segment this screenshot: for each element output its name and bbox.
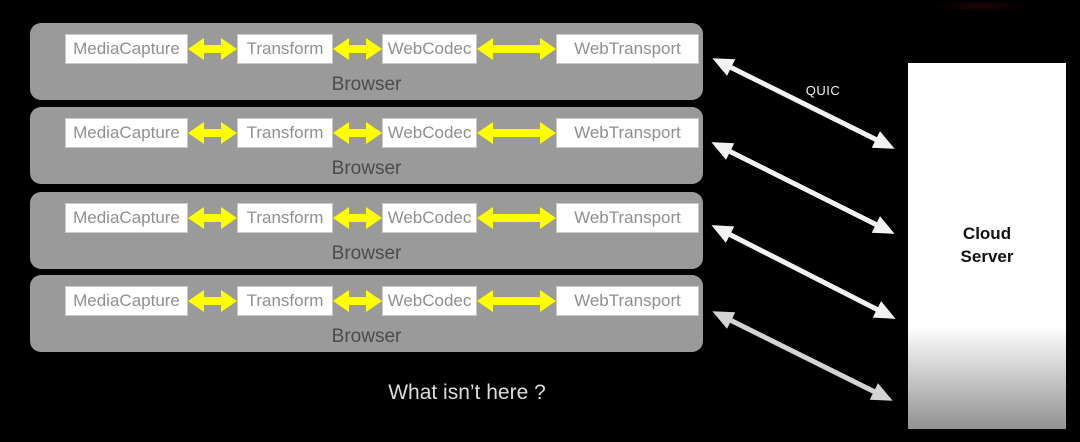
browser-row-label: Browser [331, 326, 402, 347]
module-label: Transform [246, 291, 324, 310]
module-label: WebCodec [387, 123, 472, 142]
arrow-shaft [349, 45, 366, 53]
module-transform: Transform [237, 34, 333, 64]
bidirectional-arrow-icon [333, 122, 382, 144]
arrow-head-right [366, 38, 382, 60]
module-transform: Transform [237, 286, 333, 316]
quic-protocol-label: QUIC [805, 83, 841, 98]
module-label: MediaCapture [73, 39, 180, 58]
bidirectional-arrow-icon [333, 207, 382, 229]
module-mediacapture: MediaCapture [65, 118, 188, 148]
module-webcodec: WebCodec [382, 203, 477, 233]
module-label: WebTransport [574, 39, 681, 58]
module-webtransport: WebTransport [556, 118, 699, 148]
arrow-head-left [477, 38, 493, 60]
browser-row-label: Browser [331, 243, 402, 264]
arrow-shaft [349, 214, 366, 222]
module-webcodec: WebCodec [382, 286, 477, 316]
arrow-head-left [333, 38, 349, 60]
module-webtransport: WebTransport [556, 34, 699, 64]
arrow-shaft [204, 45, 221, 53]
browser-row: MediaCapture Transform WebCodec WebTrans… [30, 192, 703, 269]
module-label: Transform [246, 39, 324, 58]
cloud-server-box: Cloud Server [908, 63, 1066, 429]
arrow-shaft [204, 129, 221, 137]
arrow-head-right [221, 290, 237, 312]
quic-arrow-4 [712, 311, 893, 401]
browser-row: MediaCapture Transform WebCodec WebTrans… [30, 23, 703, 100]
arrow-shaft [493, 214, 540, 222]
arrow-shaft [493, 45, 540, 53]
arrow-shaft [349, 129, 366, 137]
module-label: WebTransport [574, 123, 681, 142]
bidirectional-arrow-icon [188, 290, 237, 312]
cloud-server-label-line2: Server [960, 247, 1014, 266]
module-label: Transform [246, 208, 324, 227]
quic-arrow-2 [711, 142, 895, 234]
module-label: MediaCapture [73, 208, 180, 227]
arrow-head-left [333, 122, 349, 144]
module-transform: Transform [237, 203, 333, 233]
arrow-head-left [188, 290, 204, 312]
arrow-head-right [540, 290, 556, 312]
module-transform: Transform [237, 118, 333, 148]
bidirectional-arrow-icon [477, 38, 556, 60]
arrow-head-right [540, 122, 556, 144]
bidirectional-arrow-icon [188, 122, 237, 144]
arrow-shaft [204, 297, 221, 305]
arrow-head-right [366, 122, 382, 144]
cloud-server-label-line1: Cloud [962, 224, 1012, 244]
bidirectional-arrow-icon [333, 290, 382, 312]
arrow-head-left [477, 122, 493, 144]
arrow-head-right [540, 207, 556, 229]
module-label: WebCodec [387, 39, 472, 58]
arrow-head-right [221, 207, 237, 229]
module-label: WebTransport [574, 291, 681, 310]
module-mediacapture: MediaCapture [65, 203, 188, 233]
browser-row-label: Browser [331, 158, 402, 179]
bidirectional-arrow-icon [188, 38, 237, 60]
quic-connection-arrows [711, 58, 896, 401]
arrow-head-left [188, 207, 204, 229]
module-mediacapture: MediaCapture [65, 286, 188, 316]
browser-row: MediaCapture Transform WebCodec WebTrans… [30, 107, 703, 184]
module-webcodec: WebCodec [382, 118, 477, 148]
arrow-head-left [333, 290, 349, 312]
bidirectional-arrow-icon [333, 38, 382, 60]
module-webcodec: WebCodec [382, 34, 477, 64]
bidirectional-arrow-icon [477, 122, 556, 144]
module-label: MediaCapture [73, 123, 180, 142]
quic-arrow-3 [711, 225, 896, 319]
browser-row: MediaCapture Transform WebCodec WebTrans… [30, 275, 703, 352]
arrow-head-right [366, 290, 382, 312]
arrow-shaft [493, 297, 540, 305]
module-label: WebCodec [387, 208, 472, 227]
video-artifact [930, 0, 1030, 12]
arrow-head-left [477, 207, 493, 229]
arrow-head-right [221, 122, 237, 144]
module-label: MediaCapture [73, 291, 180, 310]
arrow-head-left [477, 290, 493, 312]
bidirectional-arrow-icon [477, 207, 556, 229]
arrow-head-right [221, 38, 237, 60]
caption-text: What isn’t here ? [388, 381, 546, 404]
arrow-head-right [366, 207, 382, 229]
quic-arrow-1 [712, 58, 895, 149]
arrow-shaft [493, 129, 540, 137]
module-mediacapture: MediaCapture [65, 34, 188, 64]
arrow-head-left [188, 38, 204, 60]
module-webtransport: WebTransport [556, 203, 699, 233]
arrow-shaft [349, 297, 366, 305]
browser-row-label: Browser [331, 74, 402, 95]
arrow-head-left [333, 207, 349, 229]
module-label: WebCodec [387, 291, 472, 310]
arrow-shaft [204, 214, 221, 222]
module-webtransport: WebTransport [556, 286, 699, 316]
arrow-head-right [540, 38, 556, 60]
arrow-head-left [188, 122, 204, 144]
bidirectional-arrow-icon [477, 290, 556, 312]
module-label: Transform [246, 123, 324, 142]
bidirectional-arrow-icon [188, 207, 237, 229]
module-label: WebTransport [574, 208, 681, 227]
